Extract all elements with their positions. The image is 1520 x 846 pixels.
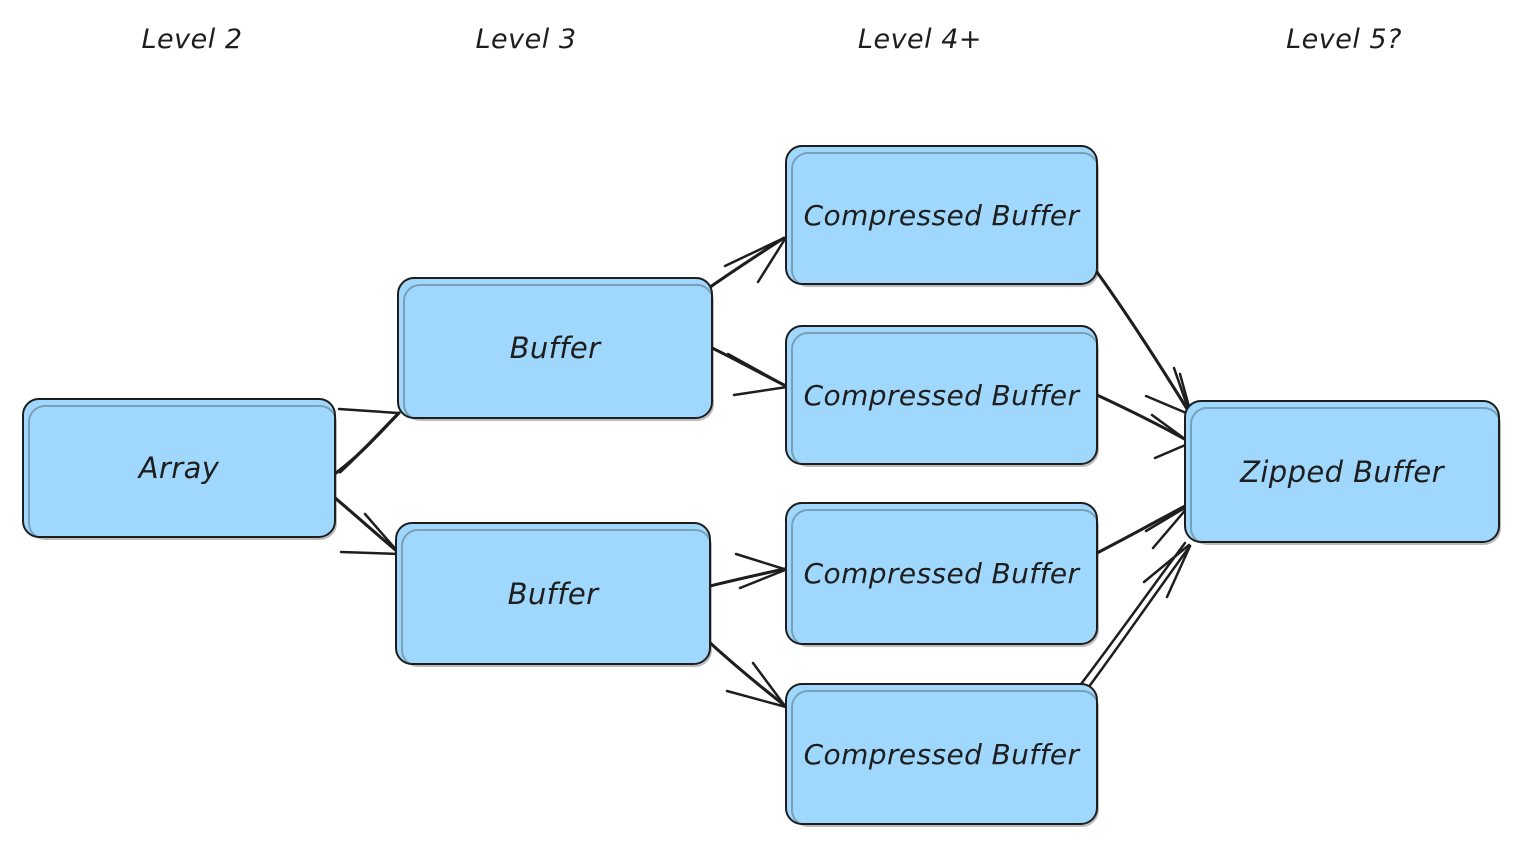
node-compressed-buffer-3[interactable]: Compressed Buffer xyxy=(785,502,1099,647)
edge-cb4-to-zipped xyxy=(1076,541,1192,694)
column-header-level-4-plus: Level 4+ xyxy=(857,24,983,55)
edge-cb1-to-zipped xyxy=(1092,266,1193,417)
edge-array-to-buffer2 xyxy=(326,490,402,556)
node-buffer-1[interactable]: Buffer xyxy=(397,277,714,421)
node-compressed-buffer-1[interactable]: Compressed Buffer xyxy=(785,145,1099,287)
edge-buffer1-to-cb2 xyxy=(706,344,789,397)
edge-buffer1-to-cb1 xyxy=(704,236,787,292)
node-buffer-2[interactable]: Buffer xyxy=(395,522,712,667)
edge-array-to-buffer1 xyxy=(334,407,401,475)
edge-cb3-to-zipped xyxy=(1093,503,1190,556)
column-header-level-5: Level 5? xyxy=(1286,24,1402,55)
node-array-label: Array xyxy=(138,451,220,485)
column-header-level-3: Level 3 xyxy=(475,24,577,55)
node-compressed-buffer-2[interactable]: Compressed Buffer xyxy=(785,325,1099,467)
node-compressed-buffer-3-label: Compressed Buffer xyxy=(803,557,1080,590)
node-compressed-buffer-4-label: Compressed Buffer xyxy=(803,737,1080,771)
edge-cb2-to-zipped xyxy=(1095,393,1192,460)
node-buffer-1-label: Buffer xyxy=(509,331,601,365)
node-compressed-buffer-4[interactable]: Compressed Buffer xyxy=(785,683,1099,827)
edge-buffer2-to-cb3 xyxy=(708,552,787,590)
node-compressed-buffer-2-label: Compressed Buffer xyxy=(803,378,1080,412)
node-array[interactable]: Array xyxy=(22,398,337,540)
node-buffer-2-label: Buffer xyxy=(507,576,599,611)
edge-buffer2-to-cb4 xyxy=(706,639,788,709)
column-header-level-2: Level 2 xyxy=(141,24,243,55)
node-zipped-buffer[interactable]: Zipped Buffer xyxy=(1184,400,1501,545)
node-zipped-buffer-label: Zipped Buffer xyxy=(1240,454,1444,489)
node-compressed-buffer-1-label: Compressed Buffer xyxy=(803,198,1080,232)
